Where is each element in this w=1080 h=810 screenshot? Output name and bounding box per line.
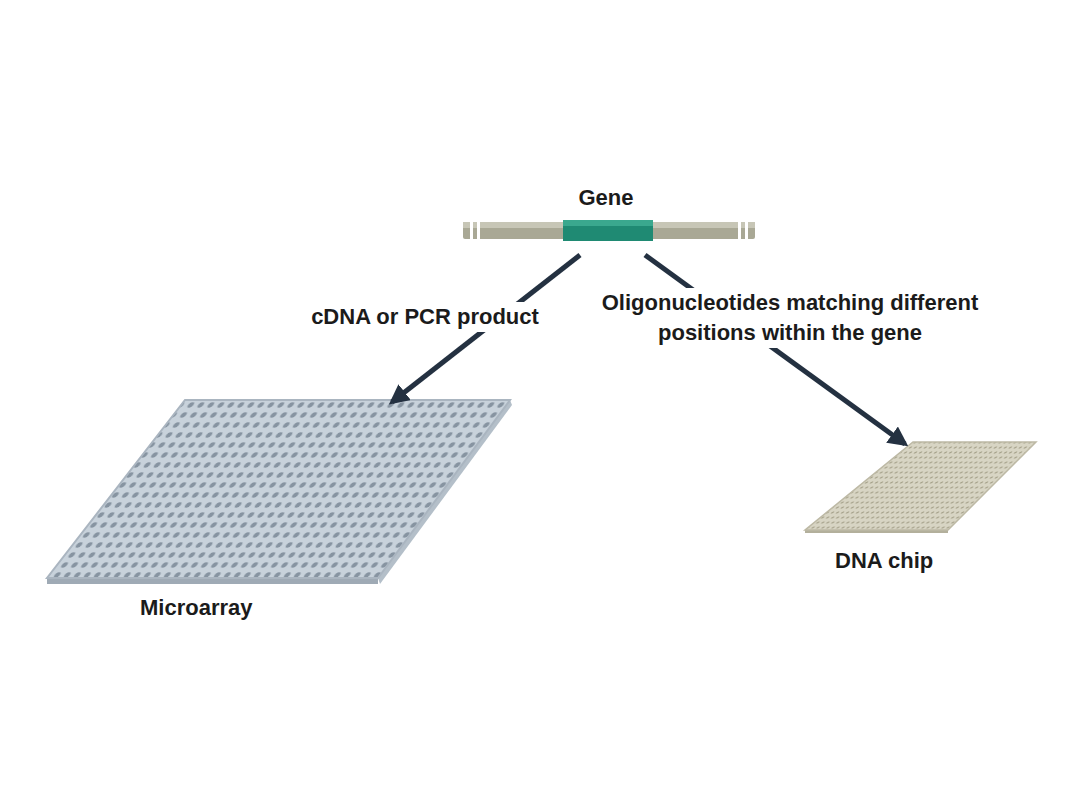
arrow-connector — [645, 255, 905, 444]
edge-label: cDNA or PCR product — [307, 302, 543, 332]
diagram-node: Microarray — [47, 398, 513, 626]
dna-chip-plate — [805, 442, 1036, 533]
node-label: Microarray — [140, 595, 253, 621]
microarray-plate — [47, 400, 512, 584]
diagram-node: Gene — [463, 185, 755, 243]
node-label: Gene — [578, 185, 633, 211]
gene-bar — [463, 220, 755, 241]
diagram-node: DNA chip — [805, 440, 1037, 576]
edge-label: Oligonucleotides matching different posi… — [566, 288, 1014, 348]
node-label: DNA chip — [835, 548, 933, 574]
